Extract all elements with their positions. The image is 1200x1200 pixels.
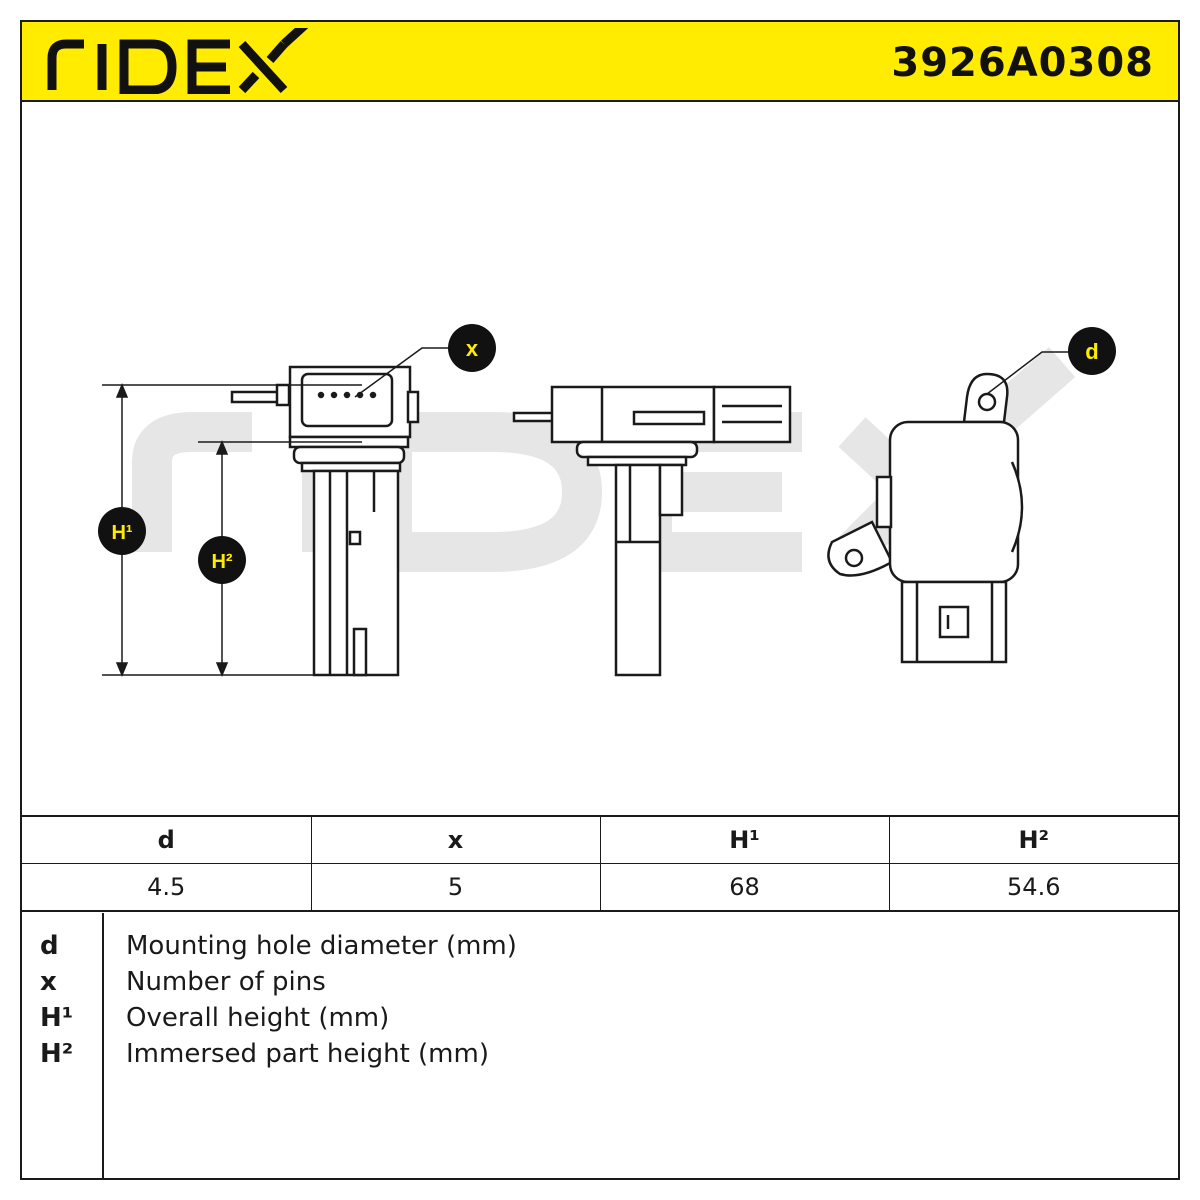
legend-text: Immersed part height (mm) <box>126 1039 489 1069</box>
spec-table: d x H¹ H² 4.5 5 68 54.6 <box>22 815 1178 912</box>
spec-value-h1: 68 <box>599 863 890 912</box>
legend-divider <box>102 913 104 1179</box>
callout-h1-marker <box>98 507 146 555</box>
spec-value-row: 4.5 5 68 54.6 <box>22 863 1178 912</box>
sensor-drawing: x d H¹ H² <box>98 324 1116 677</box>
top-view-right <box>827 372 1024 664</box>
spec-value-h2: 54.6 <box>888 863 1178 912</box>
spec-header-h2: H² <box>888 815 1178 864</box>
legend-key: H¹ <box>40 1003 74 1033</box>
callout-d-marker <box>1068 327 1116 375</box>
callout-h2-label: H² <box>211 551 232 573</box>
legend-text: Overall height (mm) <box>126 1003 390 1033</box>
callout-x-marker <box>448 324 496 372</box>
spec-value-d: 4.5 <box>22 863 312 912</box>
part-number: 3926A0308 <box>891 40 1154 86</box>
legend-item: H¹ Overall height (mm) <box>22 1003 1178 1039</box>
legend-item: H² Immersed part height (mm) <box>22 1039 1178 1075</box>
callout-h2-marker <box>198 536 246 584</box>
technical-drawing: x d H¹ H² <box>22 102 1178 815</box>
side-view-left <box>230 365 420 677</box>
legend-item: d Mounting hole diameter (mm) <box>22 931 1178 967</box>
brand-logo <box>47 28 309 94</box>
callout-h1-label: H¹ <box>111 522 132 544</box>
legend-key: x <box>40 967 57 997</box>
spec-header-h1: H¹ <box>599 815 890 864</box>
legend-key: d <box>40 931 59 961</box>
legend-text: Number of pins <box>126 967 326 997</box>
legend-text: Mounting hole diameter (mm) <box>126 931 517 961</box>
spec-header-d: d <box>22 815 312 864</box>
legend: d Mounting hole diameter (mm) x Number o… <box>22 913 1178 1179</box>
callout-x-label: x <box>466 336 479 361</box>
legend-item: x Number of pins <box>22 967 1178 1003</box>
product-sheet: 3926A0308 <box>20 20 1180 1180</box>
spec-header-x: x <box>310 815 601 864</box>
callout-d-label: d <box>1085 339 1098 364</box>
side-view-middle <box>512 385 792 677</box>
spec-value-x: 5 <box>310 863 601 912</box>
spec-header-row: d x H¹ H² <box>22 815 1178 864</box>
legend-key: H² <box>40 1039 74 1069</box>
header-bar: 3926A0308 <box>22 22 1178 102</box>
